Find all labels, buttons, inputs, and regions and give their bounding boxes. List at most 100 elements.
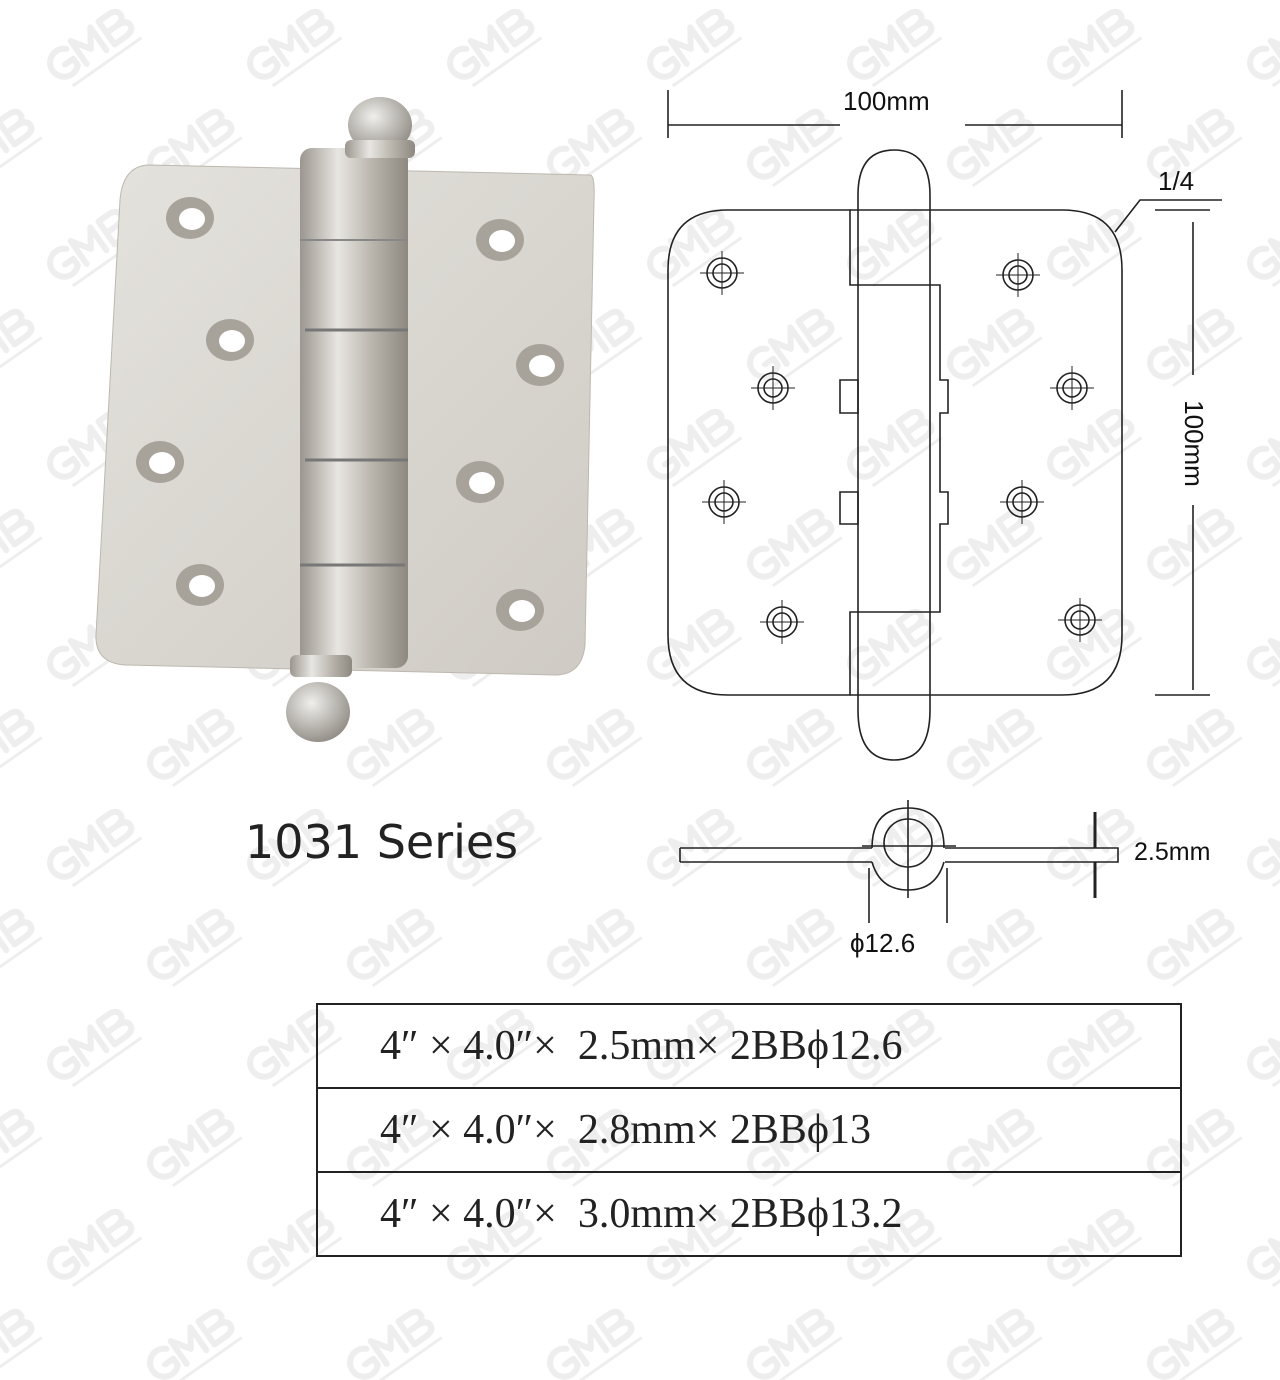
watermark-tagline-mark <box>1171 936 1243 988</box>
watermark-tagline-mark <box>971 936 1043 988</box>
watermark-logo <box>447 8 543 88</box>
watermark-tagline-mark <box>971 336 1043 388</box>
watermark-logo <box>1147 1308 1243 1380</box>
watermark-tagline-mark <box>71 36 143 88</box>
watermark-tagline-mark <box>0 1336 43 1380</box>
watermark-tagline-mark <box>0 536 43 588</box>
watermark-tagline-mark <box>671 36 743 88</box>
watermark-logo <box>647 608 743 688</box>
watermark-logo <box>747 508 843 588</box>
watermark-tagline-mark <box>1071 436 1143 488</box>
watermark-logo <box>947 1308 1043 1380</box>
watermark-logo <box>647 408 743 488</box>
watermark-logo <box>747 108 843 188</box>
watermark-logo <box>747 908 843 988</box>
width-dimension: 100mm <box>843 86 930 116</box>
watermark-logo <box>547 708 643 788</box>
watermark-logo <box>947 908 1043 988</box>
watermark-logo <box>147 1308 243 1380</box>
watermark-logo <box>1147 708 1243 788</box>
watermark-logo <box>947 308 1043 388</box>
watermark-logo <box>1047 408 1143 488</box>
watermark-tagline-mark <box>971 536 1043 588</box>
watermark-logo <box>947 508 1043 588</box>
watermark-tagline-mark <box>371 736 443 788</box>
watermark-tagline-mark <box>771 536 843 588</box>
watermark-tagline-mark <box>0 936 43 988</box>
watermark-logo <box>647 8 743 88</box>
table-row: 4″ × 4.0″× 3.0mm× 2BBϕ13.2 <box>316 1171 1182 1257</box>
watermark-tagline-mark <box>771 936 843 988</box>
watermark-tagline-mark <box>71 1236 143 1288</box>
spec-cell: 4″ × 4.0″× 2.8mm× 2BBϕ13 <box>316 1087 1182 1173</box>
watermark-logo <box>347 708 443 788</box>
watermark-logo <box>1247 1208 1280 1288</box>
watermark-logo <box>1247 608 1280 688</box>
watermark-logo <box>0 908 43 988</box>
watermark-tagline-mark <box>971 136 1043 188</box>
watermark-logo <box>947 708 1043 788</box>
watermark-logo <box>1147 108 1243 188</box>
watermark-tagline-mark <box>0 1136 43 1188</box>
watermark-logo <box>1147 508 1243 588</box>
watermark-logo <box>0 508 43 588</box>
watermark-logo <box>247 8 343 88</box>
watermark-tagline-mark <box>371 1336 443 1380</box>
watermark-logo <box>547 1308 643 1380</box>
watermark-logo <box>147 908 243 988</box>
watermark-tagline-mark <box>0 336 43 388</box>
watermark-tagline-mark <box>971 736 1043 788</box>
watermark-tagline-mark <box>671 236 743 288</box>
watermark-tagline-mark <box>1171 1336 1243 1380</box>
series-title: 1031 Series <box>245 815 519 869</box>
watermark-tagline-mark <box>0 736 43 788</box>
watermark-tagline-mark <box>1171 136 1243 188</box>
table-row: 4″ × 4.0″× 2.8mm× 2BBϕ13 <box>316 1087 1182 1173</box>
watermark-logo <box>0 308 43 388</box>
screw-hole <box>751 366 795 410</box>
spec-cell: 4″ × 4.0″× 2.5mm× 2BBϕ12.6 <box>316 1003 1182 1089</box>
watermark-logo <box>947 108 1043 188</box>
watermark-tagline-mark <box>1171 1136 1243 1188</box>
technical-drawing <box>667 90 1222 923</box>
watermark-tagline-mark <box>571 1336 643 1380</box>
watermark-logo <box>47 1208 143 1288</box>
watermark-logo <box>47 1008 143 1088</box>
watermark-tagline-mark <box>171 936 243 988</box>
watermark-logo <box>147 708 243 788</box>
watermark-logo <box>1047 608 1143 688</box>
watermark-logo <box>47 8 143 88</box>
watermark-logo <box>147 1108 243 1188</box>
watermark-tagline-mark <box>671 436 743 488</box>
hinge-photo <box>95 97 595 742</box>
watermark-logo <box>847 8 943 88</box>
watermark-tagline-mark <box>571 736 643 788</box>
spec-cell: 4″ × 4.0″× 3.0mm× 2BBϕ13.2 <box>316 1171 1182 1257</box>
screw-hole <box>700 251 744 295</box>
watermark-logo <box>247 808 343 888</box>
watermark-tagline-mark <box>371 936 443 988</box>
watermark-tagline-mark <box>1071 36 1143 88</box>
watermark-logo <box>347 908 443 988</box>
watermark-logo <box>0 108 43 188</box>
watermark-logo <box>1247 8 1280 88</box>
spec-table: 4″ × 4.0″× 2.5mm× 2BBϕ12.6 4″ × 4.0″× 2.… <box>316 1003 1182 1257</box>
watermark-tagline-mark <box>571 936 643 988</box>
watermark-tagline-mark <box>1071 636 1143 688</box>
watermark-logo <box>0 1308 43 1380</box>
watermark-logo <box>0 708 43 788</box>
watermark-tagline-mark <box>171 736 243 788</box>
screw-hole <box>996 253 1040 297</box>
watermark-tagline-mark <box>1171 736 1243 788</box>
height-dimension: 100mm <box>1178 400 1209 487</box>
watermark-tagline-mark <box>471 836 543 888</box>
watermark-logo <box>47 808 143 888</box>
watermark-logo <box>1147 908 1243 988</box>
watermark-tagline-mark <box>671 636 743 688</box>
watermark-logo <box>1247 1008 1280 1088</box>
watermark-logo <box>647 208 743 288</box>
thickness-dimension: 2.5mm <box>1134 838 1211 866</box>
table-row: 4″ × 4.0″× 2.5mm× 2BBϕ12.6 <box>316 1003 1182 1089</box>
watermark-tagline-mark <box>171 1136 243 1188</box>
